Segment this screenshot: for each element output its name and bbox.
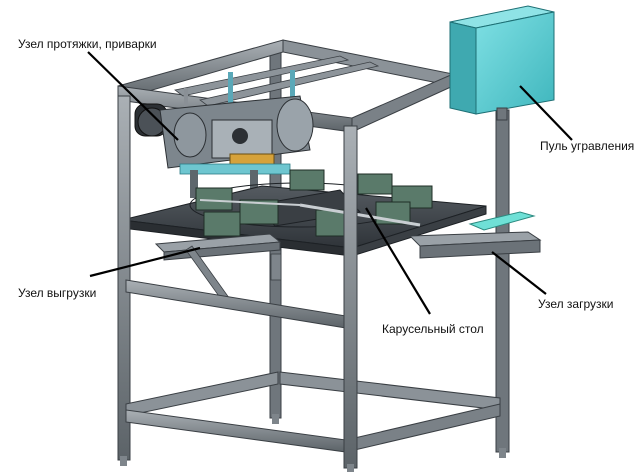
loading-conveyor: [408, 211, 542, 259]
feet: [120, 414, 506, 472]
post-front-right: [343, 125, 358, 469]
welding-unit: [134, 95, 314, 198]
unloading-chute: [154, 233, 282, 307]
label-unloading-unit: Узел выгрузки: [18, 286, 97, 300]
vertical-rods: [184, 70, 295, 281]
label-carousel-table: Карусельный стол: [382, 322, 484, 336]
leader-control-panel: [519, 85, 573, 141]
leader-loading-unit: [491, 251, 547, 295]
leader-carousel-table: [365, 207, 431, 315]
control-panel-box: [449, 5, 555, 121]
frame-bottom: [125, 279, 501, 453]
leader-lines: [87, 51, 573, 315]
leader-unloading-unit: [89, 246, 201, 278]
label-control-panel: Пуль угравления: [540, 139, 635, 153]
label-loading-unit: Узел загрузки: [538, 297, 614, 311]
carousel: [189, 169, 433, 237]
label-welding-unit: Узел протяжки, приварки: [18, 37, 157, 51]
leader-welding-unit: [87, 51, 179, 141]
